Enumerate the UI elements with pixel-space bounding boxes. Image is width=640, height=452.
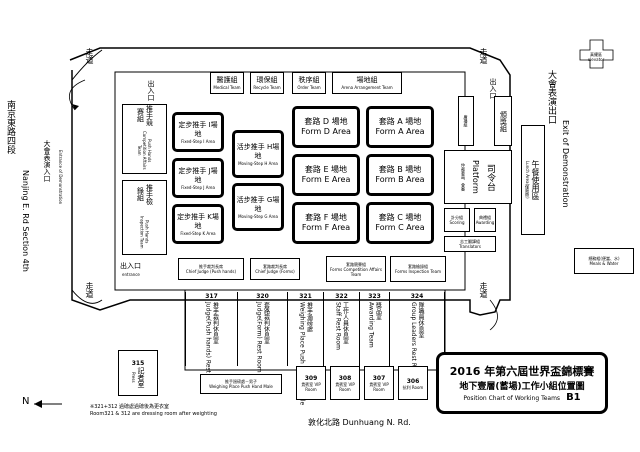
entrance-demo-en: Entrance of Demonstration [58, 150, 63, 205]
walkway-label-bottom-left: 走道 [85, 282, 94, 298]
walkway-label-top-left: 走道 [85, 48, 94, 64]
title-english: Position Chart of Working Teams [463, 395, 561, 402]
platform: 仲裁委員、會審 Platform 司令台 [444, 150, 512, 204]
entrance-demo-label: 大會表演入口 [43, 140, 51, 182]
north-indicator: N [22, 396, 30, 407]
entrance-bottom-left: 出入口 [120, 262, 141, 270]
title-code: B1 [566, 392, 581, 403]
award-team: 頒獎組 [494, 96, 512, 146]
walkway-label-bottom-right: 走道 [479, 282, 488, 298]
title-block: 2016 年第六屆世界盃錦標賽 地下壹層(蓄場)工作小組位置圖 Position… [436, 352, 608, 414]
walkway-label-top-right: 走道 [479, 48, 488, 64]
street-dunhua: 敦化北路 Dunhuang N. Rd. [308, 418, 411, 427]
meals-water-team: 總務組(便當、水)Meals & Water [574, 248, 634, 274]
exit-demo-en: Exit of Demonstration [561, 120, 570, 208]
entrance-top-left: 出入口 [147, 80, 155, 101]
street-nanjing-cn: 南京東路四段 [5, 100, 15, 154]
title-line1: 2016 年第六屆世界盃錦標賽 [449, 365, 595, 378]
push-hands-inspection: 推手檢錄組 Push Hands Inspection Team [122, 180, 167, 255]
entrance-top-right: 出入口 [489, 78, 497, 99]
push-hands-affairs: 推手競賽組 Push Hands Competition Affairs Tea… [122, 104, 167, 174]
entrance-bottom-left-en: entrance [122, 272, 140, 277]
title-line2: 地下壹層(蓄場)工作小組位置圖 [459, 382, 585, 392]
broadcast-team: 廣播組 [458, 96, 474, 146]
exit-demo-label: 大會表演出口 [546, 70, 556, 124]
street-nanjing-en: Nanjing E. Rd Section 4th [21, 170, 30, 272]
